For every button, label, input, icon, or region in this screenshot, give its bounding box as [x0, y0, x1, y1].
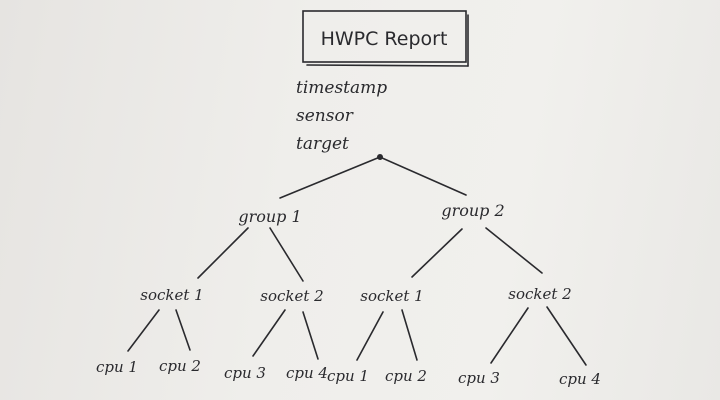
field-list: timestamp sensor target: [296, 78, 387, 154]
edge-g2s1-cpu-1: [356, 311, 384, 361]
edge-g2s1-cpu-2: [401, 309, 418, 361]
field-timestamp: timestamp: [296, 78, 387, 98]
group-1-socket-1-label: socket 1: [140, 286, 203, 304]
group-1-socket-2-label: socket 2: [260, 287, 323, 305]
title-box: HWPC Report: [302, 10, 469, 67]
edge-root-group-2: [379, 156, 467, 196]
edge-g1s1-cpu-1: [127, 309, 160, 352]
g2s1-cpu-1-label: cpu 1: [327, 367, 369, 385]
socket-labels: socket 1 socket 2 socket 1 socket 2: [140, 285, 571, 305]
edge-g1s2-cpu-4: [302, 311, 319, 360]
group-labels: group 1 group 2: [238, 201, 504, 226]
edge-group-2-socket-1: [411, 228, 463, 278]
field-sensor: sensor: [296, 106, 354, 126]
group-2-socket-2-label: socket 2: [508, 285, 571, 303]
edge-g2s2-cpu-4: [546, 306, 587, 366]
g2s2-cpu-3-label: cpu 3: [458, 369, 500, 387]
field-target: target: [296, 134, 349, 154]
g2s2-cpu-4-label: cpu 4: [559, 370, 601, 388]
tree-edges: [127, 156, 587, 366]
cpu-labels: cpu 1 cpu 2 cpu 3 cpu 4 cpu 1 cpu 2 cpu …: [96, 357, 601, 388]
g1s1-cpu-2-label: cpu 2: [159, 357, 201, 375]
edge-group-1-socket-2: [269, 227, 304, 282]
edge-group-1-socket-1: [197, 227, 249, 279]
group-1-label: group 1: [238, 207, 301, 226]
edge-g2s2-cpu-3: [490, 307, 529, 364]
g1s1-cpu-1-label: cpu 1: [96, 358, 138, 376]
group-2-label: group 2: [441, 201, 504, 220]
g1s2-cpu-3-label: cpu 3: [224, 364, 266, 382]
edge-g1s1-cpu-2: [175, 309, 191, 351]
edge-group-2-socket-2: [485, 227, 543, 274]
g1s2-cpu-4-label: cpu 4: [286, 364, 328, 382]
title-box-shadow-bottom: [306, 64, 469, 67]
report-title: HWPC Report: [321, 28, 448, 50]
edge-g1s2-cpu-3: [252, 309, 286, 357]
g2s1-cpu-2-label: cpu 2: [385, 367, 427, 385]
title-box-frame: [302, 10, 467, 63]
group-2-socket-1-label: socket 1: [360, 287, 423, 305]
edge-root-group-1: [279, 156, 381, 199]
